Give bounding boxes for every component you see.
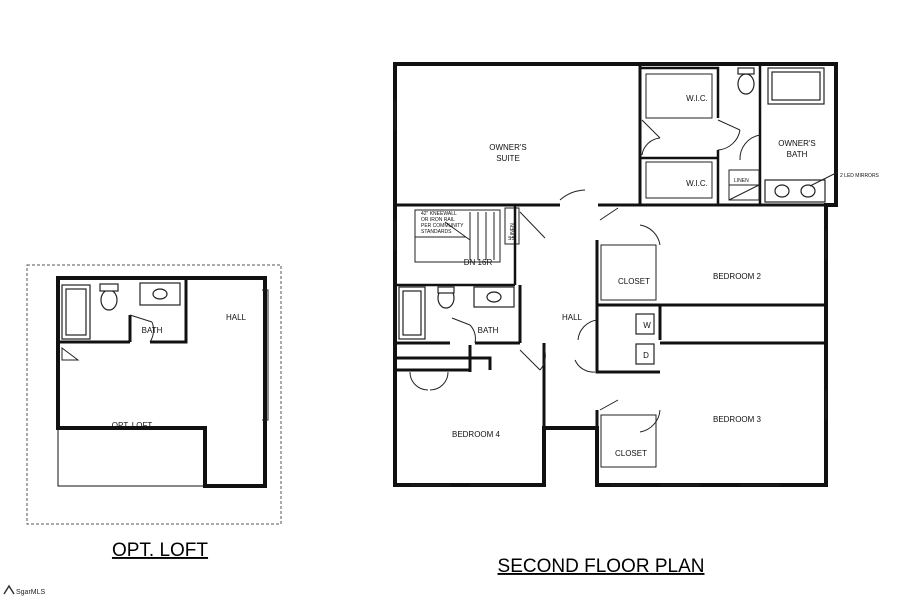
closet3-label: CLOSET <box>615 449 647 458</box>
wic-shelves-top <box>645 73 713 119</box>
bedroom4-walls <box>395 343 546 428</box>
stair-walls <box>395 205 517 287</box>
stair-label: DN 16R <box>464 258 493 267</box>
linen-top-label: LINEN <box>734 178 749 184</box>
house-icon <box>3 584 15 595</box>
closet2-label: CLOSET <box>618 277 650 286</box>
washer <box>635 313 655 335</box>
loft-tub-inner <box>65 288 87 336</box>
mls-watermark: SgarMLS <box>3 584 46 596</box>
bedroom4-closet-doors <box>409 371 449 391</box>
bedroom4-door <box>519 347 546 371</box>
wic-walls <box>640 66 760 207</box>
wic-shelves-bottom <box>645 161 713 199</box>
loft-bath-label: BATH <box>142 326 163 335</box>
window-marks <box>394 100 827 486</box>
owners-toilet <box>737 73 755 95</box>
bedroom4-label: BEDROOM 4 <box>452 430 501 439</box>
rail-note-4: STANDARDS <box>421 229 452 235</box>
owners-sink-2 <box>800 184 816 198</box>
closet-3-shelf <box>600 414 657 468</box>
washer-label: W <box>643 321 651 330</box>
loft-bath-walls <box>58 278 188 344</box>
owners-suite-walls <box>395 64 826 207</box>
loft-rail <box>262 289 269 421</box>
closet-doors <box>639 224 661 433</box>
hall-tub-inner <box>402 290 422 336</box>
hall-sink <box>486 291 502 303</box>
loft-hall-label: HALL <box>226 313 247 322</box>
linen-shelf-lines <box>728 184 760 201</box>
loft-toilet-tank <box>99 283 119 292</box>
stair-note-arrow <box>444 221 471 241</box>
loft-sink <box>152 288 168 300</box>
owners-toilet-tank <box>737 67 755 75</box>
dryer <box>635 343 655 365</box>
hall-linen <box>504 207 520 245</box>
mirrors-note: 2 LED MIRRORS <box>840 173 880 179</box>
rail-note-2: OR IRON RAIL <box>421 217 455 223</box>
opt-loft-plan: BATH HALL OPT. LOFT OPT. LOFT <box>26 264 282 561</box>
owners-bath-label-1: OWNER'S <box>778 139 816 148</box>
wic-top-label: W.I.C. <box>686 94 708 103</box>
loft-toilet <box>100 289 118 311</box>
second-floor-exterior-wall <box>393 62 838 487</box>
linen-hall-label: LINEN <box>510 223 516 238</box>
loft-title: OPT. LOFT <box>112 540 208 561</box>
loft-dashed-outline <box>26 264 282 525</box>
owners-sink-1 <box>774 184 790 198</box>
loft-lower-wall <box>57 428 205 487</box>
hall-label: HALL <box>562 313 583 322</box>
bedroom3-label: BEDROOM 3 <box>713 415 762 424</box>
dryer-label: D <box>643 351 649 360</box>
hall-toilet-tank <box>437 286 455 294</box>
hall-bath-label: BATH <box>478 326 499 335</box>
laundry-doors <box>574 319 598 373</box>
owners-suite-label-1: OWNER'S <box>489 143 527 152</box>
stair-treads <box>415 212 495 260</box>
loft-corner-shelf <box>61 347 80 361</box>
mirror-leader <box>809 171 839 187</box>
hall-doors <box>519 189 586 239</box>
rail-note-1: 42" KNEEWALL <box>421 211 457 217</box>
loft-room-label: OPT. LOFT <box>112 421 153 430</box>
second-floor-plan: OWNER'S SUITE W.I.C. W.I.C. OWNER'S BATH… <box>393 62 880 577</box>
rail-note-3: PER COMMUNITY <box>421 223 464 229</box>
owners-shower-inner <box>771 71 821 101</box>
second-floor-title: SECOND FLOOR PLAN <box>498 556 705 577</box>
closet-2-shelf <box>600 244 657 301</box>
loft-bath-door <box>129 314 154 343</box>
wic-door <box>641 119 661 156</box>
owners-bath-label-2: BATH <box>787 150 808 159</box>
bedroom2-label: BEDROOM 2 <box>713 272 762 281</box>
hall-bath-walls <box>395 285 522 345</box>
hall-bath-door <box>451 317 476 344</box>
wic-bottom-label: W.I.C. <box>686 179 708 188</box>
closet-laundry-walls <box>595 240 826 485</box>
owners-suite-label-2: SUITE <box>496 154 520 163</box>
shelf-label: SS <box>508 236 515 242</box>
stair-box <box>414 209 501 263</box>
wic-door-2 <box>717 119 741 151</box>
watermark-text: SgarMLS <box>16 589 46 596</box>
bedroom-doors <box>599 207 619 411</box>
owners-bath-door <box>739 134 761 161</box>
